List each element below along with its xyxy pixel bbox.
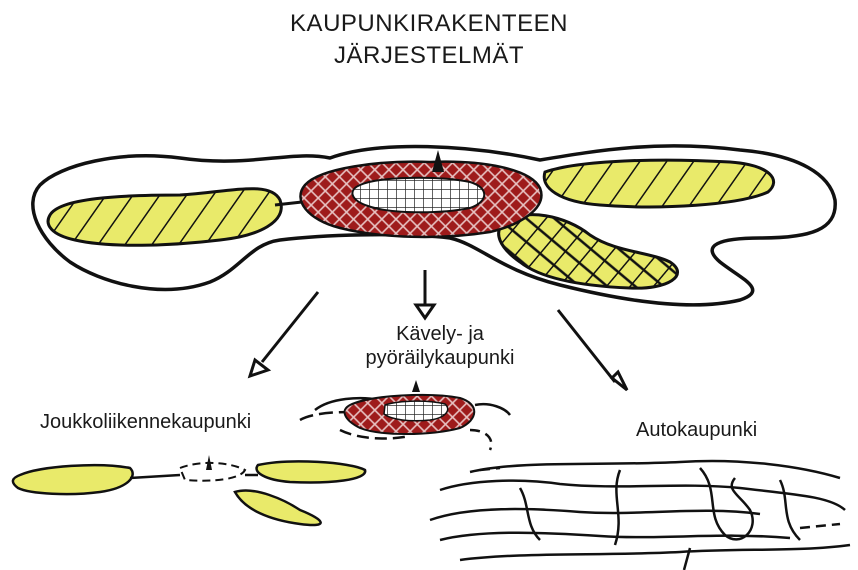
- zone-west: [48, 189, 281, 246]
- transit-city-sketch: [13, 455, 365, 525]
- label-walk-line-1: Kävely- ja: [300, 322, 580, 346]
- zone-southeast: [499, 215, 678, 289]
- label-walk-line-2: pyöräilykaupunki: [300, 346, 580, 370]
- walk-city-sketch: [300, 380, 510, 450]
- label-car-city: Autokaupunki: [636, 418, 757, 442]
- label-transit-city: Joukkoliikennekaupunki: [40, 410, 251, 434]
- car-city-sketch: [430, 461, 850, 570]
- label-walk-cycle-city: Kävely- ja pyöräilykaupunki: [300, 322, 580, 370]
- zone-northeast: [544, 160, 773, 207]
- city-core-grid: [352, 178, 484, 212]
- arrow-to-walk: [416, 270, 434, 318]
